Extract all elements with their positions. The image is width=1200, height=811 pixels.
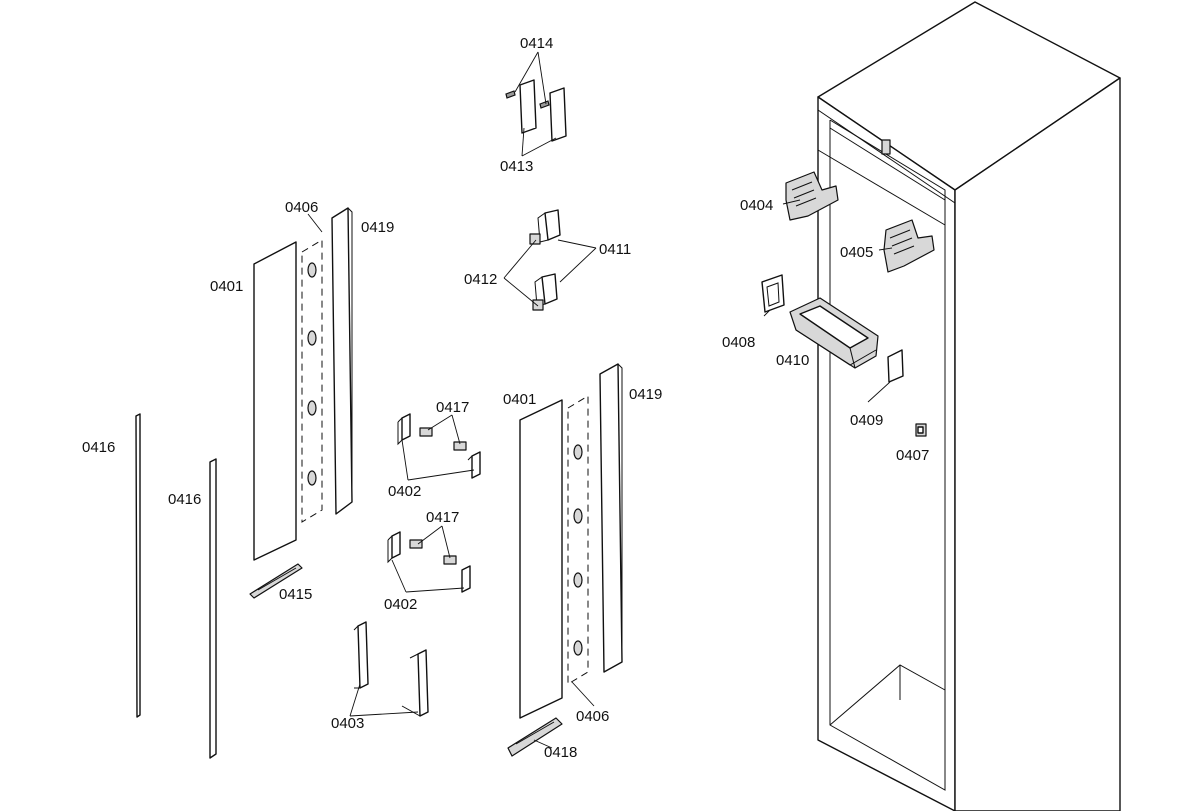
label-0402-lower: 0402	[384, 596, 417, 613]
label-0419-right: 0419	[629, 386, 662, 403]
frame-0408	[761, 274, 785, 313]
label-0412: 0412	[464, 271, 497, 288]
label-0418: 0418	[544, 744, 577, 761]
label-0401-right: 0401	[503, 391, 536, 408]
hinge-plates-0413	[519, 79, 567, 142]
hinge-strip-0406-right	[567, 395, 589, 685]
label-0416-b: 0416	[168, 491, 201, 508]
part-labels: 0414 0413 0406 0419 0401 0411 0412 0404 …	[82, 35, 929, 761]
strip-fasteners	[307, 262, 317, 486]
cabinet-latch	[881, 139, 891, 155]
label-0408: 0408	[722, 334, 755, 351]
cabinet	[817, 1, 1121, 811]
label-0401-left: 0401	[210, 278, 243, 295]
label-0416-a: 0416	[82, 439, 115, 456]
trim-0419-right	[599, 363, 623, 673]
label-0417-upper: 0417	[436, 399, 469, 416]
rod-0416-a	[135, 413, 141, 718]
strip-fasteners	[573, 444, 583, 656]
hinge-0411	[534, 209, 561, 307]
label-0410: 0410	[776, 352, 809, 369]
label-0413: 0413	[500, 158, 533, 175]
hinge-strip-0406-left	[301, 239, 323, 523]
pads-0417-lower	[409, 539, 457, 565]
trim-0419-left	[331, 207, 353, 515]
bracket-0405	[883, 219, 935, 273]
plate-0409	[887, 349, 904, 383]
label-0409: 0409	[850, 412, 883, 429]
label-0406-left: 0406	[285, 199, 318, 216]
clip-0407	[915, 423, 927, 437]
housing-0410	[789, 297, 879, 369]
door-panel-0401-right	[519, 399, 563, 719]
label-0419-left: 0419	[361, 219, 394, 236]
rod-0416-b	[209, 458, 217, 759]
rail-0418	[507, 717, 563, 757]
bracket-0403	[353, 621, 429, 717]
label-0417-lower: 0417	[426, 509, 459, 526]
label-0414: 0414	[520, 35, 553, 52]
bracket-0402-lower	[387, 531, 471, 593]
label-0403: 0403	[331, 715, 364, 732]
leader-lines	[307, 51, 893, 749]
label-0407: 0407	[896, 447, 929, 464]
caps-0412	[529, 233, 544, 311]
label-0415: 0415	[279, 586, 312, 603]
bracket-0404	[785, 171, 839, 221]
label-0405: 0405	[840, 244, 873, 261]
label-0404: 0404	[740, 197, 773, 214]
label-0402-upper: 0402	[388, 483, 421, 500]
rail-0415	[249, 563, 303, 599]
door-panel-0401-left	[253, 241, 297, 561]
label-0406-right: 0406	[576, 708, 609, 725]
pads-0417-upper	[419, 427, 467, 451]
label-0411: 0411	[599, 241, 631, 258]
